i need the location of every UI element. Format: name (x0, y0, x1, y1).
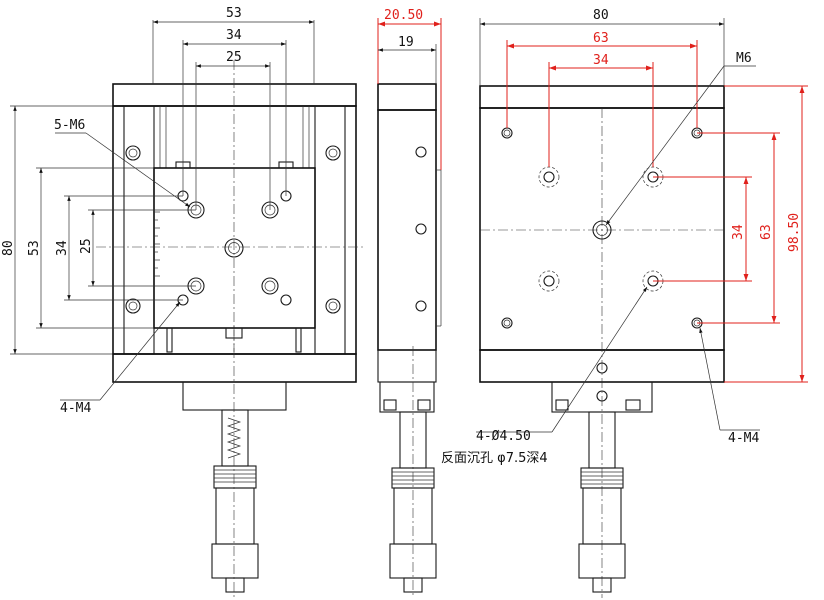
dim-right-34: 34 (731, 224, 746, 240)
label-5-m6: 5-M6 (54, 118, 85, 133)
label-counterbore: 反面沉孔 φ7.5深4 (441, 451, 548, 466)
dim-left-34: 34 (55, 240, 70, 256)
dim-side-19: 19 (398, 35, 414, 50)
front-rail-screws (125, 145, 341, 314)
dim-side-20-50: 20.50 (384, 8, 423, 23)
top-plate-edge (479, 85, 725, 109)
label-hole-4-d4-50: 4-Ø4.50 (476, 429, 531, 444)
side-micrometer (389, 346, 437, 598)
front-view: 53 34 25 80 53 34 25 5-M6 4-M4 (1, 6, 365, 598)
front-right-rail (314, 105, 346, 355)
dim-top-53: 53 (226, 6, 242, 21)
dim-left-25: 25 (79, 238, 94, 254)
label-front-4-m4: 4-M4 (60, 401, 91, 416)
front-base (112, 353, 357, 383)
dim-right-63: 63 (759, 224, 774, 240)
dim-top-view-80: 80 (593, 8, 609, 23)
top-micrometer (578, 411, 626, 593)
dim-top-25: 25 (226, 50, 242, 65)
dim-top-view-34: 34 (593, 53, 609, 68)
dim-right-98-50: 98.50 (787, 213, 802, 252)
front-scale-ticks (154, 211, 160, 277)
front-top-plate (112, 83, 357, 107)
front-stage-holes (177, 190, 292, 306)
dim-top-34: 34 (226, 28, 242, 43)
dim-left-80: 80 (1, 240, 16, 256)
dim-left-53: 53 (27, 240, 42, 256)
label-top-4-m4: 4-M4 (728, 431, 759, 446)
front-body (112, 105, 357, 355)
side-body (377, 109, 437, 351)
side-view: 20.50 19 (377, 8, 442, 598)
dim-top-view-63: 63 (593, 31, 609, 46)
front-micrometer-mount (182, 381, 287, 411)
label-top-m6: M6 (736, 51, 752, 66)
top-view: 80 63 34 34 63 98.50 M6 4-M4 4-Ø4.50 反面沉… (441, 8, 808, 598)
front-left-rail (123, 105, 155, 355)
front-micrometer (211, 409, 259, 593)
side-top-plate (377, 83, 437, 111)
side-screws (415, 146, 427, 312)
